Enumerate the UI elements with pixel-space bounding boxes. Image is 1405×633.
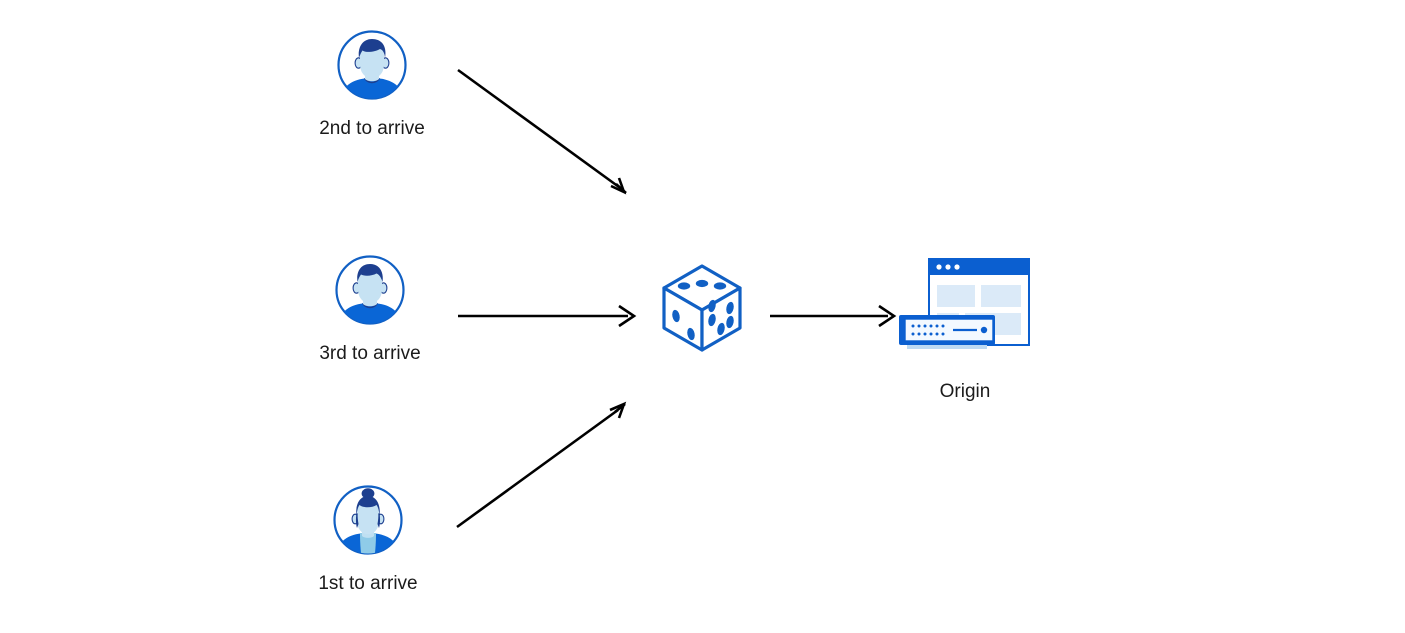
node-visitor-3rd: 3rd to arrive [294,253,446,366]
arrow-dice-to-origin [770,304,897,328]
node-randomizer [652,258,752,363]
dice-cube-icon [652,258,752,363]
node-label-visitor-2nd: 2nd to arrive [319,118,425,139]
arrow-visitor-3-to-dice [458,304,637,328]
node-label-visitor-3rd: 3rd to arrive [319,343,421,364]
node-origin: Origin [889,255,1041,404]
node-label-visitor-1st: 1st to arrive [318,573,418,594]
origin-server-browser-icon [889,255,1041,370]
node-visitor-2nd: 2nd to arrive [296,28,448,141]
node-visitor-1st: 1st to arrive [292,483,444,596]
user-avatar-male-icon [333,253,407,332]
arrow-visitor-2-to-dice [457,68,627,195]
server-device-icon [899,315,995,349]
node-label-origin: Origin [939,381,991,402]
arrow-visitor-1-to-dice [456,401,627,529]
user-avatar-female-icon [331,483,405,562]
user-avatar-male-icon [335,28,409,107]
